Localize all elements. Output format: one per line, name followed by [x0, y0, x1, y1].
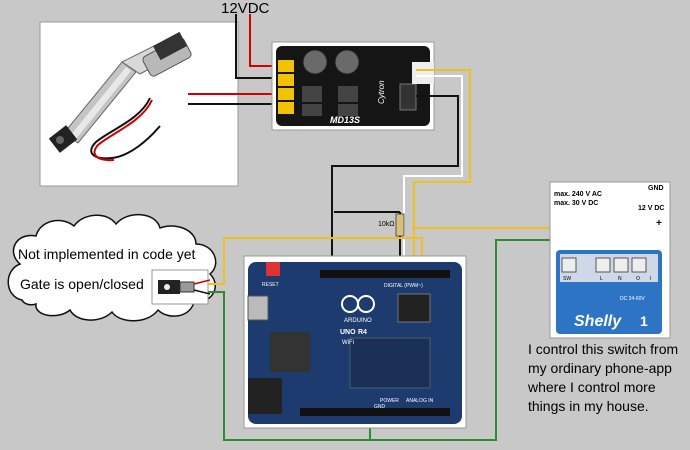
- arduino-power-header: POWER: [380, 398, 399, 404]
- arduino-brand: ARDUINO: [344, 318, 372, 324]
- shelly-model: 1: [640, 313, 648, 329]
- shelly-terminal-sw: SW: [563, 276, 571, 282]
- supply-wires: [235, 14, 278, 79]
- shelly-terminal-l: L: [600, 276, 603, 282]
- shelly-plus: +: [656, 218, 662, 229]
- driver-signal-wires: [331, 69, 471, 272]
- motor-wires: [188, 93, 278, 105]
- resistor-label: 10kΩ: [378, 221, 395, 228]
- shelly-relay: [549, 181, 671, 339]
- shelly-supply: 12 V DC: [638, 205, 664, 212]
- gate-limit-switch: [151, 269, 211, 305]
- cloud-note-line1: Not implemented in code yet: [18, 246, 196, 262]
- shelly-power-dc: max. 30 V DC: [554, 200, 598, 207]
- arduino-reset-label: RESET: [262, 282, 279, 288]
- shelly-terminal-o: O: [636, 276, 640, 282]
- arduino-gnd-label: GND: [374, 404, 386, 410]
- shelly-note: I control this switch from my ordinary p…: [528, 341, 679, 414]
- arduino-variant: R4: [358, 329, 367, 336]
- driver-name: MD13S: [330, 115, 360, 125]
- arduino-board-name: UNO: [340, 329, 356, 336]
- motor-driver: [271, 41, 435, 131]
- shelly-brand: Shelly: [574, 313, 622, 330]
- driver-brand: Cytron: [377, 80, 386, 104]
- arduino-wifi: WiFi: [342, 340, 354, 346]
- shelly-terminal-i: I: [650, 276, 651, 282]
- cloud-note-line2: Gate is open/closed: [20, 276, 144, 292]
- gate-switch-wires: [208, 237, 497, 441]
- note-cloud: [7, 214, 217, 322]
- arduino-board: [243, 255, 467, 429]
- arduino-analog-header: ANALOG IN: [406, 398, 434, 404]
- arduino-digital-header: DIGITAL (PWM~): [384, 283, 423, 289]
- shelly-dc-range: DC 24-60V: [620, 296, 645, 302]
- shelly-terminal-n: N: [618, 276, 622, 282]
- shelly-power-ac: max. 240 V AC: [554, 191, 602, 198]
- supply-voltage-label: 12VDC: [221, 0, 270, 17]
- shelly-gnd: GND: [648, 185, 664, 192]
